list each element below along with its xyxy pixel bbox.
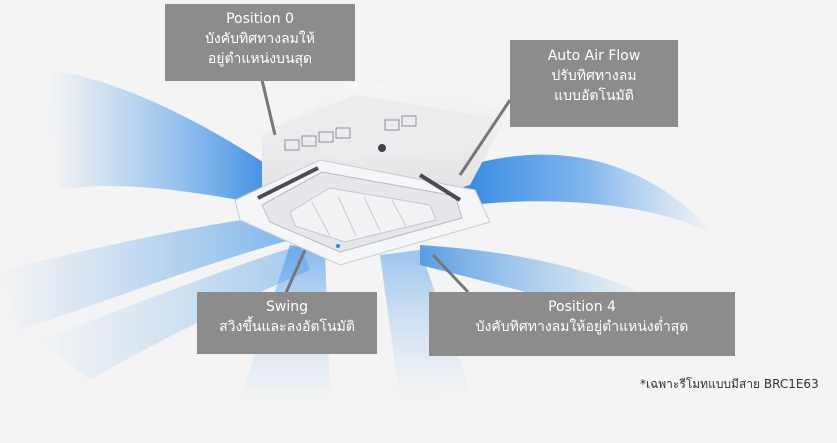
grille-lines	[311, 195, 407, 237]
airflow-down-right	[380, 250, 470, 400]
callout-position-4: Position 4 บังคับทิศทางลมให้อยู่ตำแหน่งต…	[429, 292, 735, 356]
pointer-swing	[283, 249, 307, 296]
callout-swing-title: Swing	[266, 299, 308, 315]
callout-swing: Swing สวิงขึ้นและลงอัตโนมัติ	[197, 292, 377, 354]
callout-auto-air-flow-title: Auto Air Flow	[547, 48, 641, 64]
callout-position-4-line1: บังคับทิศทางลมให้อยู่ตำแหน่งต่ำสุด	[475, 319, 689, 335]
unit-side-vents	[284, 115, 417, 151]
ceiling-cassette-unit	[234, 80, 510, 266]
air-outlet-left	[257, 166, 319, 200]
sensor-eye	[378, 144, 386, 152]
callout-position-4-title: Position 4	[548, 299, 616, 315]
callout-auto-air-flow-line2: แบบอัตโนมัติ	[554, 88, 634, 104]
indicator-light	[336, 244, 340, 248]
pointer-position0	[260, 79, 277, 136]
pointer-position4	[431, 253, 470, 294]
callout-position-0-title: Position 0	[226, 11, 294, 27]
callout-auto-air-flow: Auto Air Flow ปรับทิศทางลม แบบอัตโนมัติ	[510, 40, 678, 127]
air-outlet-right	[418, 173, 462, 202]
callout-position-0-line1: บังคับทิศทางลมให้	[205, 31, 315, 47]
callout-auto-air-flow-line1: ปรับทิศทางลม	[551, 68, 637, 84]
callout-swing-line1: สวิงขึ้นและลงอัตโนมัติ	[219, 319, 355, 335]
callout-position-0-line2: อยู่ตำแหน่งบนสุด	[207, 51, 313, 67]
airflow-right-upper	[455, 154, 715, 235]
pointer-lines	[260, 79, 512, 296]
footnote: *เฉพาะรีโมทแบบมีสาย BRC1E63	[640, 377, 819, 391]
callout-position-0: Position 0 บังคับทิศทางลมให้ อยู่ตำแหน่ง…	[165, 4, 355, 81]
pointer-auto-air-flow	[458, 99, 512, 176]
airflow-left-bottom	[40, 245, 310, 380]
airflow-left-upper	[50, 70, 275, 205]
airflow-left-lower	[0, 215, 290, 330]
